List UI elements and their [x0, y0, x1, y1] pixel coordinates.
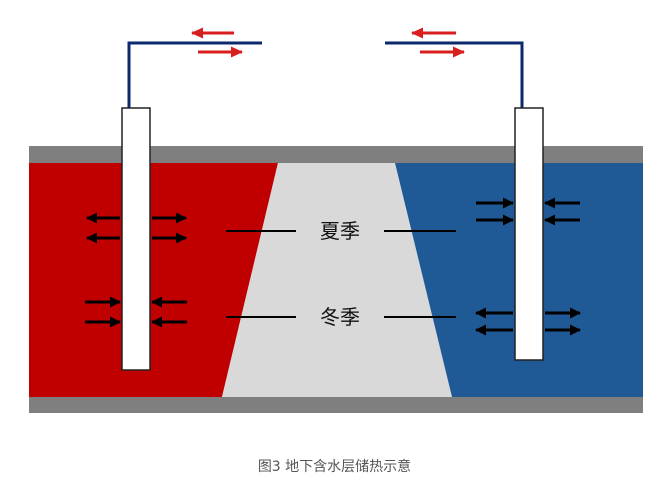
warm-pipe-flow-arrows — [191, 27, 243, 58]
summer-label: 夏季 — [320, 219, 360, 243]
cold-well-pipe — [385, 41, 524, 108]
top-confining-layer — [29, 146, 643, 163]
bottom-confining-layer — [29, 397, 643, 413]
transition-zone — [222, 163, 452, 397]
warm-well — [121, 107, 151, 371]
cold-well-summer-arrows — [476, 197, 580, 226]
winter-label: 冬季 — [320, 305, 360, 329]
warm-well-summer-arrows — [86, 212, 187, 244]
cold-well — [514, 107, 544, 361]
cold-well-winter-arrows — [475, 307, 581, 336]
warm-well-pipe — [127, 41, 262, 108]
warm-well-winter-arrows — [85, 296, 187, 328]
figure-caption: 图3 地下含水层储热示意 — [257, 459, 412, 475]
cold-pipe-flow-arrows — [411, 27, 465, 58]
